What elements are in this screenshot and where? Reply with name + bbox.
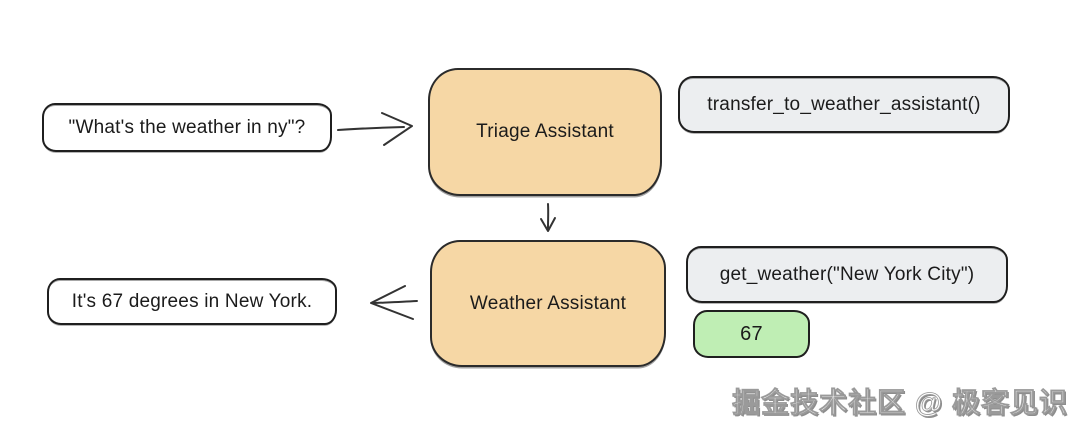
triage-assistant-label: Triage Assistant bbox=[476, 121, 614, 142]
triage-assistant-node: Triage Assistant bbox=[428, 68, 662, 196]
arrow-down-icon bbox=[540, 203, 556, 232]
transfer-tool-call-label: transfer_to_weather_assistant() bbox=[707, 93, 981, 115]
assistant-response-label: It's 67 degrees in New York. bbox=[71, 290, 313, 312]
weather-assistant-node: Weather Assistant bbox=[430, 240, 666, 367]
transfer-tool-call-node: transfer_to_weather_assistant() bbox=[678, 76, 1010, 133]
assistant-response-node: It's 67 degrees in New York. bbox=[47, 278, 337, 325]
watermark: 掘金技术社区 @ 极客见识 bbox=[732, 387, 1068, 419]
tool-result-node: 67 bbox=[693, 310, 810, 358]
tool-result-label: 67 bbox=[740, 322, 763, 345]
get-weather-tool-call-node: get_weather("New York City") bbox=[686, 246, 1008, 303]
user-query-node: "What's the weather in ny"? bbox=[42, 103, 332, 152]
arrow-left-icon bbox=[370, 285, 418, 320]
user-query-label: "What's the weather in ny"? bbox=[68, 116, 306, 138]
get-weather-tool-call-label: get_weather("New York City") bbox=[719, 263, 975, 285]
weather-assistant-label: Weather Assistant bbox=[469, 292, 627, 314]
arrow-right-icon bbox=[337, 112, 413, 146]
